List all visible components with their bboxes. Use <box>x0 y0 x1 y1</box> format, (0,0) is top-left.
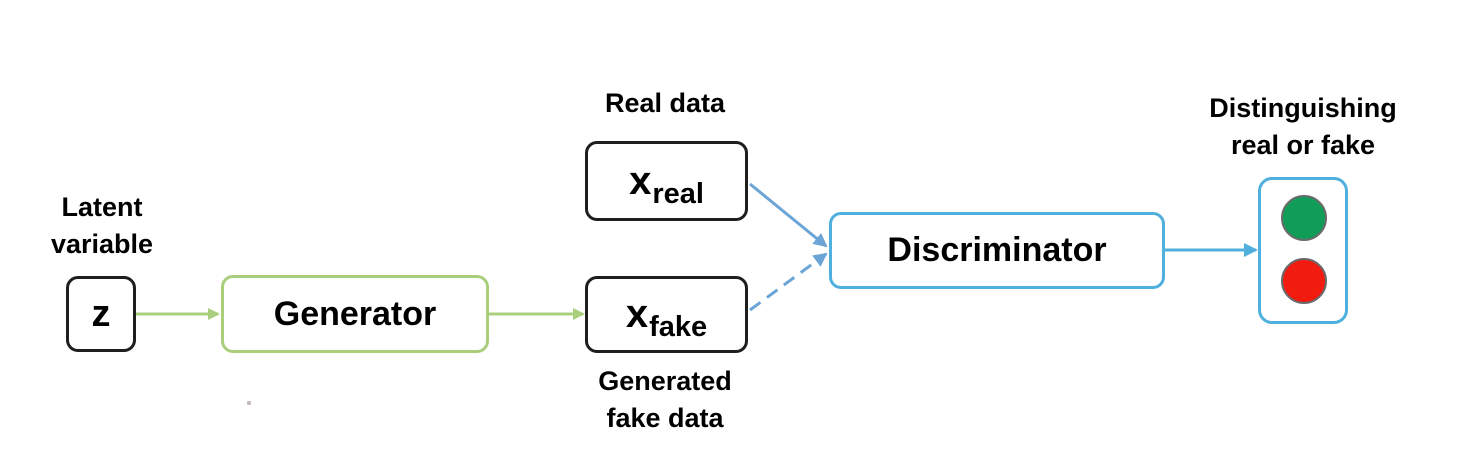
arrow-xreal-to-discriminator <box>749 182 828 248</box>
x-real-subscript: real <box>652 177 704 210</box>
generator-node: Generator <box>221 275 489 353</box>
latent-z-text: z <box>91 292 111 335</box>
green-light-icon <box>1281 195 1327 241</box>
latent-label-line-2: variable <box>50 229 154 259</box>
distinguishing-label-line-1: Distinguishing <box>1209 93 1397 123</box>
fake-data-label-line-2: fake data <box>606 403 724 433</box>
x-fake-main: x <box>625 292 649 336</box>
x-fake-node: xfake <box>585 276 748 353</box>
latent-label-line-1: Latent <box>61 192 143 222</box>
x-real-text: xreal <box>629 158 704 210</box>
distinguishing-label-line-2: real or fake <box>1230 130 1376 160</box>
x-fake-subscript: fake <box>649 311 708 343</box>
fake-data-label-line-1: Generated <box>598 366 732 396</box>
discriminator-node: Discriminator <box>829 212 1165 289</box>
latent-z-node: z <box>66 276 136 352</box>
output-indicator <box>1258 177 1348 324</box>
distinguishing-label: Distinguishing real or fake <box>1168 90 1438 164</box>
red-light-icon <box>1281 258 1327 304</box>
latent-variable-label: Latent variable <box>32 189 172 263</box>
generated-fake-data-label: Generated fake data <box>560 363 770 437</box>
discriminator-text: Discriminator <box>887 231 1107 269</box>
x-fake-text: xfake <box>625 292 707 343</box>
x-real-main: x <box>629 158 652 203</box>
stray-dot <box>247 401 251 405</box>
arrow-xfake-to-discriminator <box>749 252 828 312</box>
generator-text: Generator <box>273 294 437 333</box>
x-real-node: xreal <box>585 141 748 221</box>
real-data-label: Real data <box>604 88 726 118</box>
